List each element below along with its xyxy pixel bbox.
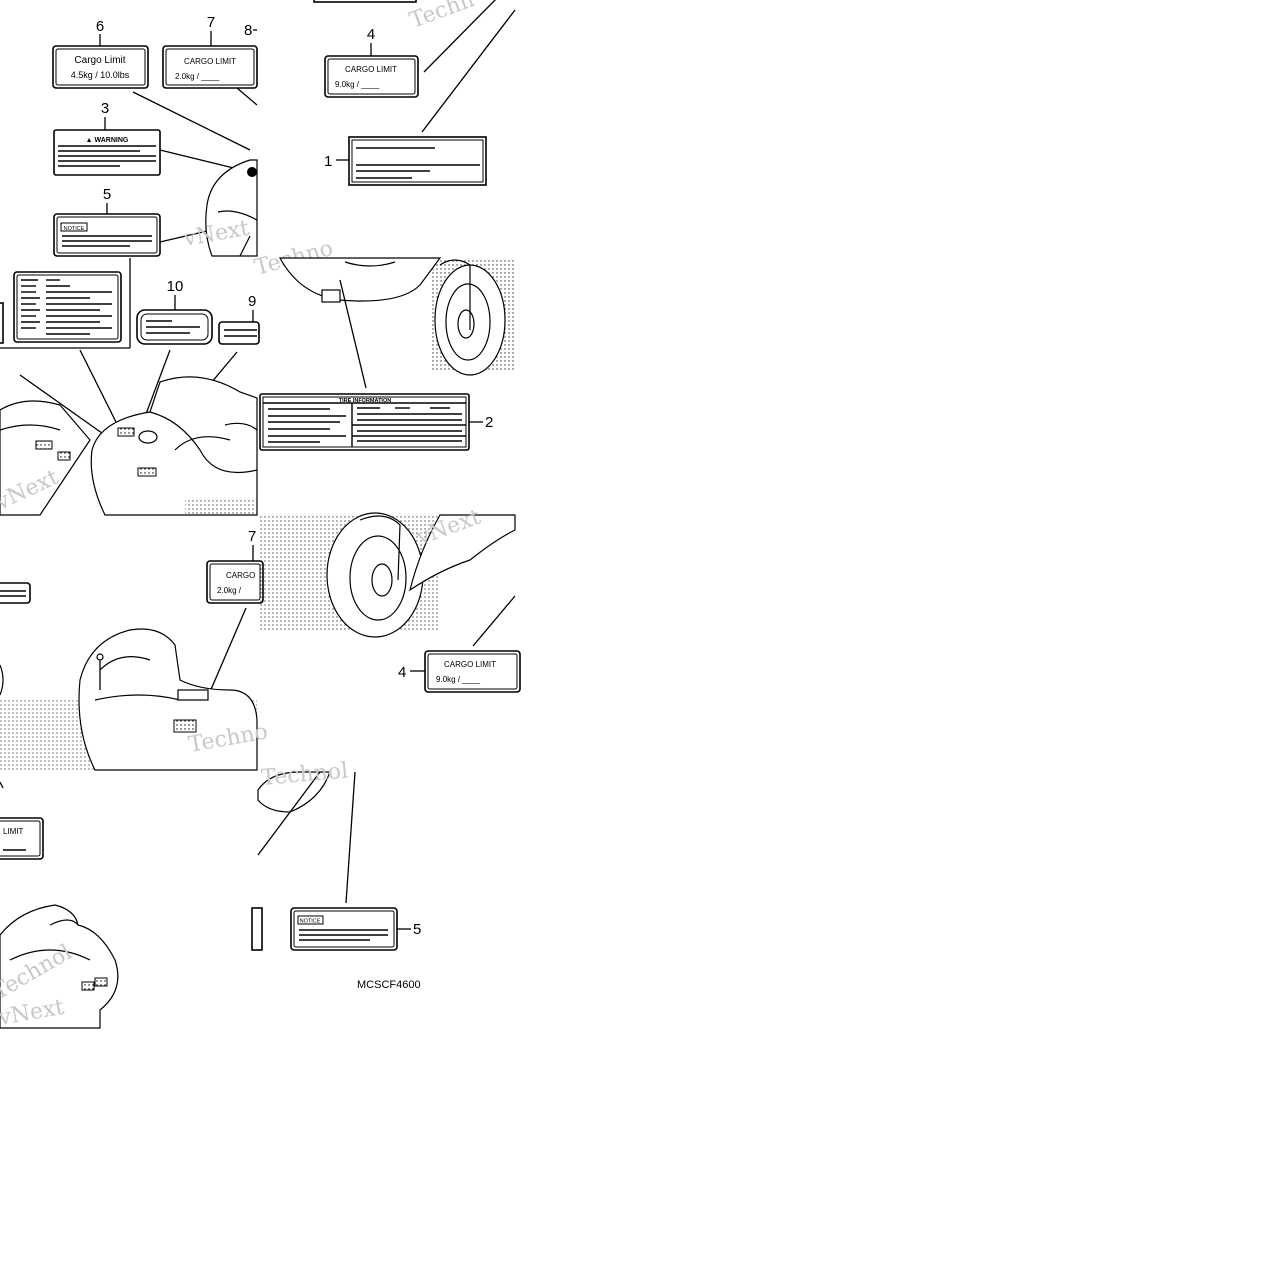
label-7-title: CARGO LIMIT (184, 57, 236, 66)
label-7b-title: CARGO (226, 571, 255, 580)
callout-4: 4 (367, 26, 375, 43)
callout-4b: 4 (398, 664, 406, 681)
label-limit-partial-text: LIMIT (3, 827, 24, 836)
callout-7b: 7 (248, 528, 256, 545)
label-10 (136, 309, 213, 345)
callout-6: 6 (96, 18, 104, 35)
tile-mid-left: 10 9 Techno vNext (0, 236, 336, 516)
label-6-title: Cargo Limit (74, 55, 125, 66)
watermark-text: Technol (260, 758, 349, 790)
label-9 (218, 321, 260, 345)
callout-7: 7 (207, 14, 215, 31)
callout-2: 2 (485, 414, 493, 431)
part-code: MCSCF4600 (357, 979, 421, 991)
tile-bottom-left: LIMIT Technol vNext (0, 781, 119, 1031)
label-2-tire-information: TIRE INFORMATION (259, 393, 470, 451)
callout-3: 3 (101, 100, 109, 117)
label-7-value: 2.0kg / ____ (175, 72, 220, 81)
callout-5b: 5 (413, 921, 421, 938)
label-4-value: 9.0kg / ____ (335, 80, 380, 89)
tile-lower-right: 4 CARGO LIMIT 9.0kg / ____ vNext (258, 505, 521, 693)
label-7b-cargo-limit-partial: CARGO 2.0kg / (206, 560, 264, 604)
label-5-notice-text: NOTICE (64, 226, 85, 232)
label-4-cargo-limit: CARGO LIMIT 9.0kg / ____ (324, 55, 419, 98)
label-5b-notice-text: NOTICE (300, 919, 321, 925)
label-4b-title: CARGO LIMIT (444, 660, 496, 669)
label-7b-value: 2.0kg / (217, 586, 242, 595)
label-limit-partial: LIMIT (0, 817, 44, 860)
label-3-warning: ▲ WARNING (53, 129, 161, 176)
label-3-warning-text: ▲ WARNING (86, 137, 129, 144)
callout-5: 5 (103, 186, 111, 203)
label-7-cargo-limit: CARGO LIMIT 2.0kg / ____ (162, 45, 258, 89)
tile-top-right: 4 CARGO LIMIT 9.0kg / ____ 1 (313, 0, 516, 186)
label-4b-value: 9.0kg / ____ (436, 675, 481, 684)
label-1 (348, 136, 487, 186)
label-5-notice: NOTICE (53, 213, 161, 257)
label-4-title: CARGO LIMIT (345, 65, 397, 74)
tile-mid-right: TIRE INFORMATION 2 (259, 257, 515, 451)
label-6-cargo-limit: Cargo Limit 4.5kg / 10.0lbs (52, 45, 149, 89)
tile-lower-left: 7 CARGO 2.0kg / Techno (0, 528, 270, 771)
label-11-info (13, 271, 122, 343)
label-5b-notice: NOTICE (290, 907, 398, 951)
callout-8: 8 (244, 22, 252, 39)
callout-9: 9 (248, 293, 256, 310)
callout-10: 10 (167, 278, 184, 295)
label-4b-cargo-limit: CARGO LIMIT 9.0kg / ____ (424, 650, 521, 693)
tile-top-left: 6 Cargo Limit 4.5kg / 10.0lbs 7 CARGO LI… (52, 0, 478, 257)
label-2-title: TIRE INFORMATION (339, 398, 391, 404)
label-6-value: 4.5kg / 10.0lbs (71, 70, 130, 80)
callout-1: 1 (324, 153, 332, 170)
tile-bottom-right: NOTICE 5 MCSCF4600 Technol (251, 758, 421, 991)
